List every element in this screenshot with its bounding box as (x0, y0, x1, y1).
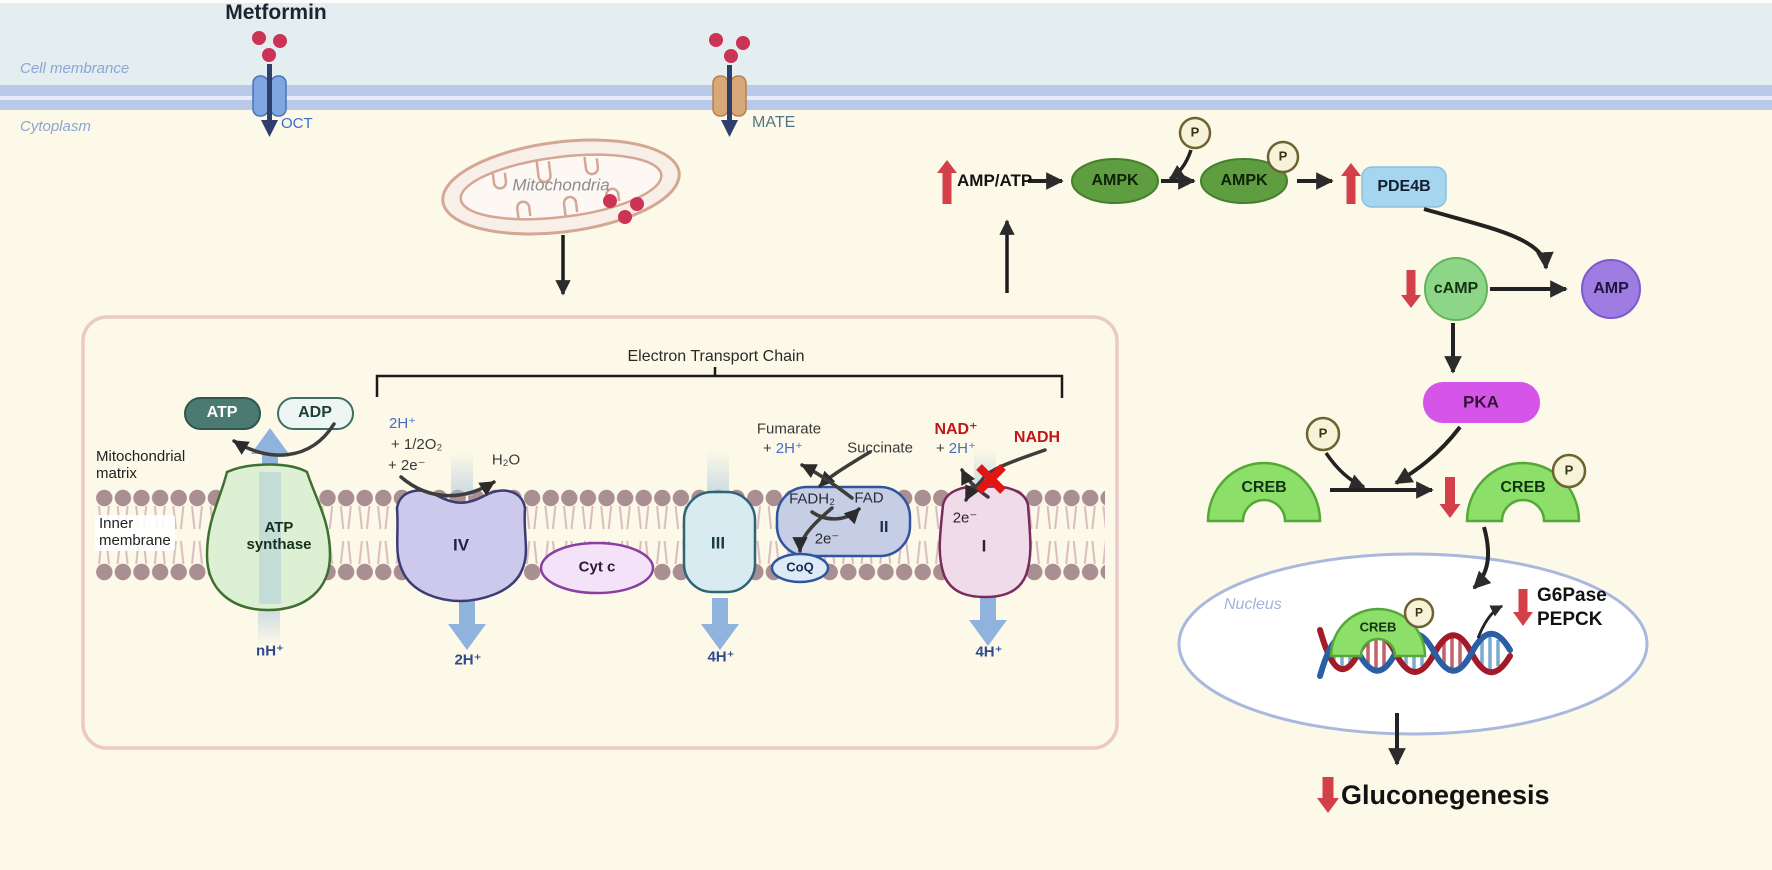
top-edge (0, 0, 1772, 3)
phosphate-badge (1178, 116, 1212, 150)
atp-pill (184, 397, 261, 430)
complex4-proton-arrow (448, 600, 486, 650)
metformin-dot (262, 48, 276, 62)
complex-4 (395, 489, 528, 603)
o2-to-h2o-arrow (399, 475, 496, 498)
crebp-to-nucleus-arrow (1472, 526, 1492, 590)
nuclear-creb-shape (1329, 607, 1427, 658)
metformin-dot (603, 194, 617, 208)
metformin-dot (618, 210, 632, 224)
metformin-dot (736, 36, 750, 50)
metformin-dot (630, 197, 644, 211)
metformin-dot (252, 31, 266, 45)
pka-to-creb-arrow (1394, 425, 1462, 485)
phosphate-badge (1266, 140, 1300, 174)
fadh2-to-fad-arrow (810, 507, 861, 525)
complex3-stem (707, 450, 729, 496)
coq (770, 552, 830, 584)
creb-shape (1206, 461, 1322, 523)
pde4b-up-arrow-icon (1341, 163, 1361, 204)
etc-bracket (375, 367, 1064, 398)
atp-synthase-channel (259, 472, 281, 604)
etc-reaction-arrows (232, 422, 1047, 553)
complex3-proton-arrow (701, 598, 739, 650)
atp-synthase (205, 463, 332, 612)
complex-3 (682, 490, 757, 594)
amp-circle (1581, 259, 1641, 319)
nadh-arrow (964, 448, 1047, 502)
cytochrome-c (539, 541, 655, 595)
ampk-pathway (937, 116, 1641, 523)
mitochondria-illustration (441, 138, 681, 236)
cristae (491, 156, 621, 220)
complex-1 (938, 485, 1032, 599)
adp-to-atp-arrow (232, 422, 336, 457)
metformin-dot (709, 33, 723, 47)
cell-membrane-band-gap (0, 96, 1772, 100)
metformin-dot (724, 49, 738, 63)
cell-membrane-band-outer (0, 85, 1772, 96)
adp-pill (277, 397, 354, 430)
atp-synthase-stem (258, 606, 280, 646)
pde4b-to-camp-arrow (1423, 207, 1554, 270)
complex4-stem (451, 452, 473, 496)
pde4b-box (1361, 166, 1447, 208)
mate-transporter (709, 33, 750, 137)
phosphate-badge (1551, 453, 1587, 489)
nad-arrow (960, 468, 990, 499)
extracellular-background (0, 0, 1772, 85)
camp-circle (1424, 257, 1488, 321)
phosphate-badge (1305, 416, 1341, 452)
ampatp-up-arrow-icon (937, 160, 957, 204)
creb-down-arrow-icon (1439, 477, 1461, 518)
dna-to-genes-arrow (1476, 604, 1504, 639)
dna-strand-red (1317, 627, 1513, 676)
gluconeogenesis-down-arrow-icon (1317, 777, 1339, 813)
complex1-proton-arrow (969, 596, 1007, 646)
camp-down-arrow-icon (1401, 270, 1421, 308)
nucleus-group (1177, 526, 1649, 813)
complex-2 (775, 485, 912, 558)
cell-membrane-band-inner (0, 100, 1772, 110)
etc-box (81, 315, 1119, 750)
ampk-ellipse (1071, 158, 1159, 204)
metformin-dot (273, 34, 287, 48)
phosphate-to-creb-arrow (1324, 452, 1366, 489)
electrons-to-coq-arrow (792, 506, 834, 553)
phosphate-badge (1403, 597, 1435, 629)
creb-p-shape (1465, 461, 1581, 523)
genes-down-arrow-icon (1513, 589, 1533, 626)
phosphorylation-arrow (1168, 149, 1193, 181)
fumarate-arrow (800, 463, 854, 500)
ampk-p-ellipse (1200, 158, 1288, 204)
pka-pill (1423, 382, 1540, 423)
oct-transporter (252, 31, 287, 137)
nadh-block-x-icon (976, 464, 1006, 494)
succinate-arrow (818, 450, 872, 488)
